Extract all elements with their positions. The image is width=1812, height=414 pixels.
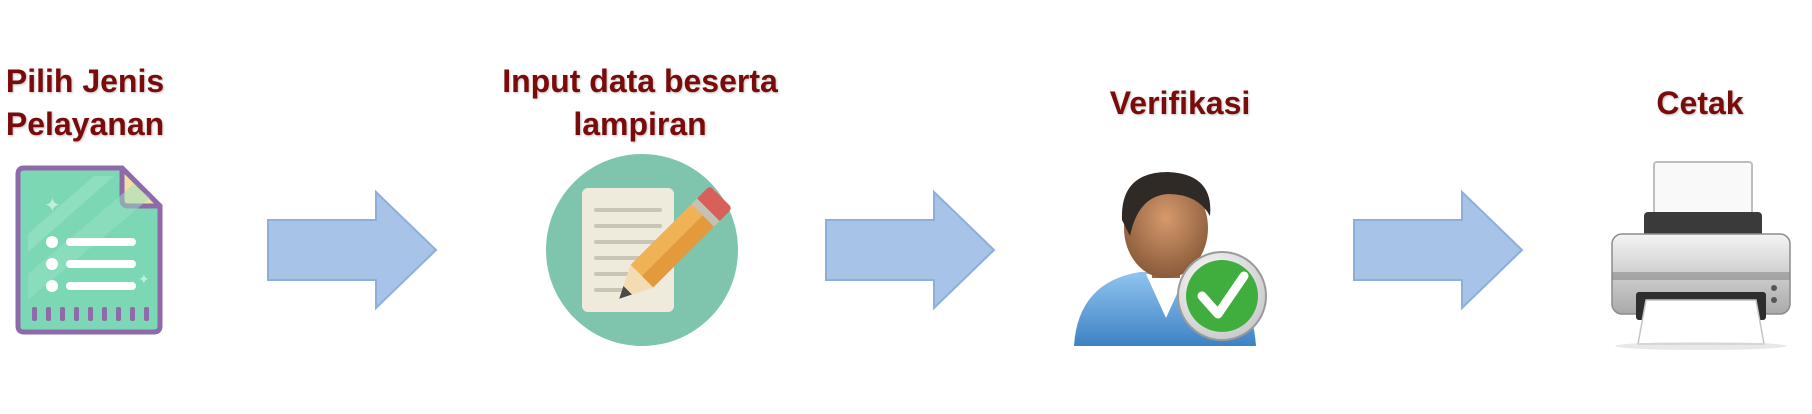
step-label-input-data: Input data beserta lampiran [490, 60, 790, 146]
flow-arrow [266, 189, 440, 315]
flow-arrow [824, 189, 998, 315]
form-document-icon: ✦ ✦ [14, 164, 164, 341]
printer-icon [1606, 160, 1796, 355]
flow-arrow [1352, 189, 1526, 315]
svg-text:✦: ✦ [138, 272, 150, 288]
step-label-line: Verifikasi [1109, 85, 1251, 121]
user-verified-icon [1068, 150, 1274, 355]
step-label-line: Pelayanan [5, 106, 165, 142]
step-label-verifikasi: Verifikasi [1080, 82, 1280, 125]
svg-text:✦: ✦ [44, 193, 61, 217]
edit-pencil-icon [544, 152, 740, 353]
step-label-line: Input data beserta [502, 63, 778, 99]
step-label-line: lampiran [573, 106, 707, 142]
step-label-cetak: Cetak [1600, 82, 1800, 125]
step-label-line: Pilih Jenis [5, 63, 165, 99]
step-label-line: Cetak [1656, 85, 1744, 121]
step-label-pilih-jenis-pelayanan: Pilih Jenis Pelayanan [0, 60, 170, 146]
